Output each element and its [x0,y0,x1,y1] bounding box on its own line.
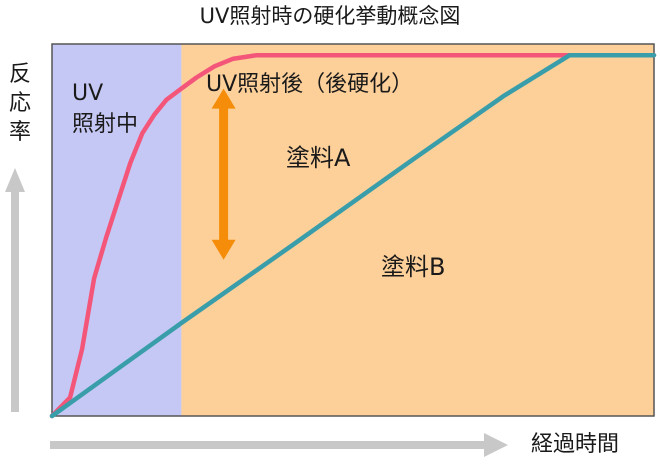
y-axis-arrow-head [5,168,25,192]
series-line-1 [49,52,657,419]
region-1 [181,44,654,416]
x-axis-label: 経過時間 [531,432,620,457]
region-label-uv-after: UV照射後（後硬化） [206,72,414,97]
chart-title: UV照射時の硬化挙動概念図 [199,4,461,28]
series-label-a: 塗料A [286,144,351,172]
y-axis-label: 反応率 [8,62,31,145]
x-axis-arrow-head [484,433,508,457]
series-label-b: 塗料B [381,253,446,281]
plot-frame [51,43,655,417]
series-line-0 [49,52,657,419]
region-label-uv-during: UV 照射中 [72,81,139,137]
annotation-double-arrow-0 [211,88,236,260]
x-axis-arrow-shaft [50,441,486,449]
y-axis-arrow-shaft [11,190,19,412]
